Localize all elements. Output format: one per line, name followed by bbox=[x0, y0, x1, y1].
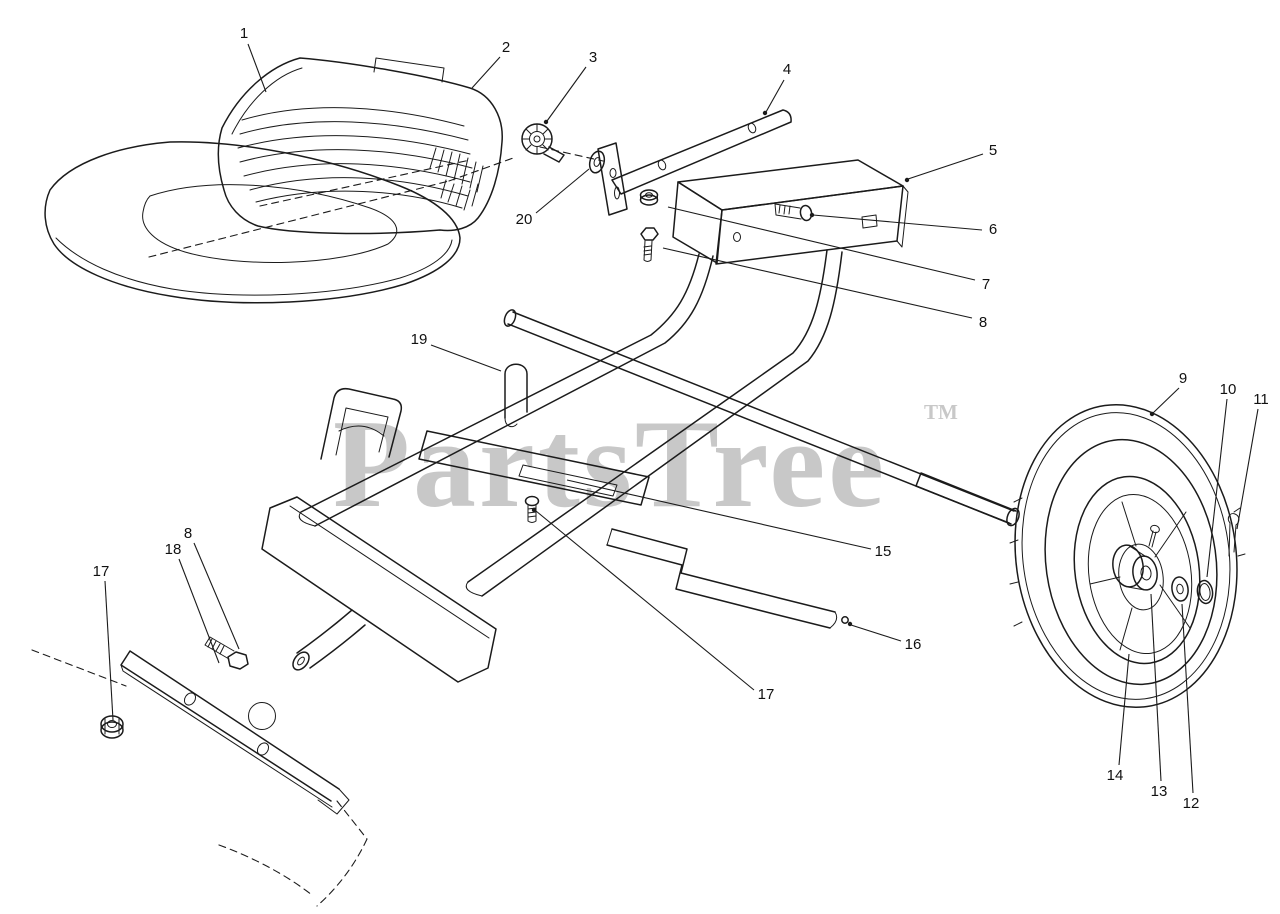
callout-label: 20 bbox=[516, 211, 533, 228]
callout-15: 15 bbox=[566, 479, 892, 560]
callout-11: 11 bbox=[1236, 391, 1269, 530]
washer-wheel bbox=[1171, 576, 1189, 602]
callout-label: 6 bbox=[989, 221, 997, 238]
callout-label: 8 bbox=[184, 525, 192, 542]
callout-label: 2 bbox=[502, 39, 510, 56]
hex-bolt-top bbox=[640, 227, 659, 262]
callout-label: 7 bbox=[982, 276, 990, 293]
callout-9: 9 bbox=[1149, 370, 1187, 417]
callout-10: 10 bbox=[1206, 381, 1237, 578]
wheel bbox=[1009, 403, 1246, 709]
saddle-bracket bbox=[320, 387, 403, 460]
callout-16: 16 bbox=[847, 621, 922, 653]
carriage-bolt-mid bbox=[524, 495, 540, 523]
callout-2: 2 bbox=[471, 39, 510, 89]
callout-6: 6 bbox=[809, 212, 997, 238]
callout-label: 4 bbox=[783, 61, 791, 78]
callout-18: 18 bbox=[165, 541, 220, 664]
callout-19: 19 bbox=[411, 331, 502, 372]
callout-20: 20 bbox=[516, 168, 590, 228]
z-strap bbox=[606, 528, 849, 629]
callout-5: 5 bbox=[904, 142, 997, 183]
strap-bolt bbox=[204, 636, 249, 670]
bracket-box bbox=[672, 159, 909, 265]
callout-label: 11 bbox=[1253, 391, 1269, 408]
callout-label: 15 bbox=[875, 543, 892, 560]
callout-label: 16 bbox=[905, 636, 922, 653]
callout-label: 14 bbox=[1107, 767, 1124, 784]
washer-small bbox=[588, 150, 606, 174]
flange-nut bbox=[639, 189, 659, 206]
ghost-dashed-lines bbox=[31, 649, 368, 907]
callout-label: 8 bbox=[979, 314, 987, 331]
seat-back bbox=[217, 57, 503, 235]
mounting-strap bbox=[120, 650, 350, 815]
pivot-tube bbox=[292, 609, 366, 671]
slotted-plate bbox=[418, 430, 650, 506]
mounting-plate bbox=[597, 109, 792, 216]
watermark-tm: TM bbox=[924, 400, 958, 424]
callout-7: 7 bbox=[667, 206, 990, 293]
callout-label: 18 bbox=[165, 541, 182, 558]
callout-3: 3 bbox=[543, 49, 597, 125]
callout-17-mid: 17 bbox=[531, 507, 775, 703]
callout-label: 10 bbox=[1220, 381, 1237, 398]
callout-14: 14 bbox=[1107, 653, 1130, 784]
callouts: 1 2 3 4 5 6 7 bbox=[93, 25, 1269, 812]
callout-17-left: 17 bbox=[93, 563, 114, 721]
callout-4: 4 bbox=[762, 61, 791, 116]
callout-label: 1 bbox=[240, 25, 248, 42]
callout-label: 19 bbox=[411, 331, 428, 348]
u-pin bbox=[504, 363, 528, 428]
callout-12: 12 bbox=[1181, 603, 1200, 812]
callout-8-left: 8 bbox=[184, 525, 240, 650]
bottom-rail bbox=[261, 496, 497, 683]
callout-label: 3 bbox=[589, 49, 597, 66]
axle-rod bbox=[503, 309, 1020, 527]
strap-nut bbox=[100, 715, 124, 739]
callout-8: 8 bbox=[662, 247, 987, 331]
callout-13: 13 bbox=[1150, 593, 1168, 800]
callout-label: 13 bbox=[1151, 783, 1168, 800]
seat-hatching bbox=[237, 107, 484, 211]
callout-label: 17 bbox=[758, 686, 775, 703]
callout-label: 12 bbox=[1183, 795, 1200, 812]
watermark-text: PartsTree bbox=[333, 395, 887, 534]
callout-label: 9 bbox=[1179, 370, 1187, 387]
callout-label: 17 bbox=[93, 563, 110, 580]
seat-cushion bbox=[44, 141, 461, 304]
adjustment-knob bbox=[521, 123, 565, 163]
carriage-bolt bbox=[774, 203, 813, 222]
callout-label: 5 bbox=[989, 142, 997, 159]
retainer-ring bbox=[1196, 579, 1214, 605]
assembly-dashed-lines bbox=[148, 146, 604, 258]
callout-1: 1 bbox=[240, 25, 267, 93]
watermark: PartsTree TM bbox=[333, 395, 958, 534]
support-tubes bbox=[298, 249, 843, 597]
